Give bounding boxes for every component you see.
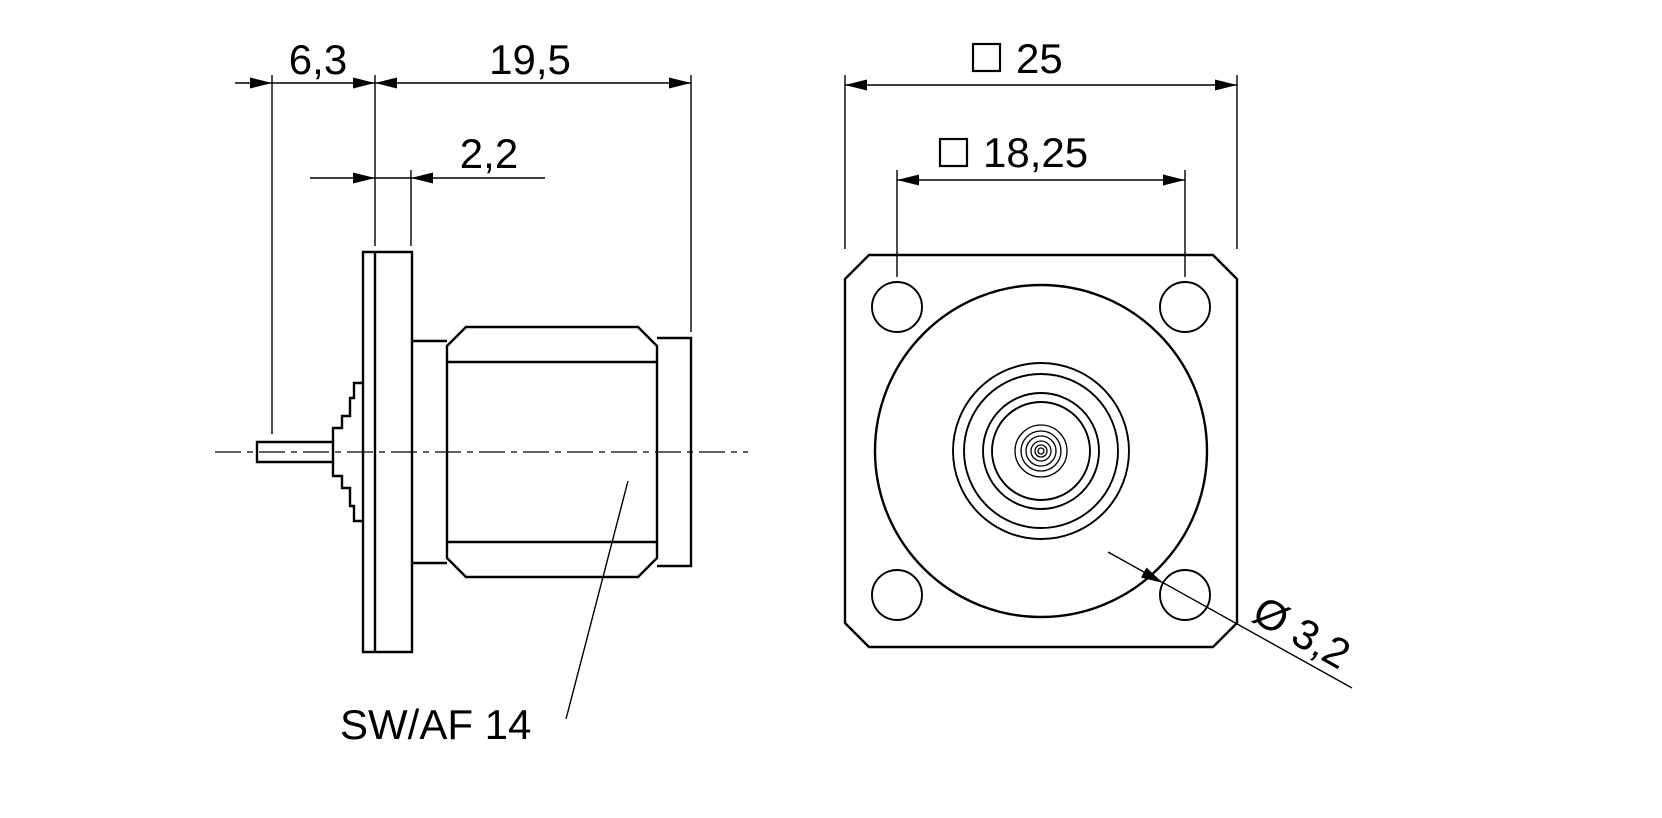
pin-circle-mid bbox=[1034, 444, 1048, 458]
dia-leader-arrow bbox=[1141, 567, 1163, 583]
dimension-square-18-25: 18,25 bbox=[896, 129, 1186, 277]
dim-19-5-label: 19,5 bbox=[489, 36, 571, 83]
dim-2-2-label: 2,2 bbox=[460, 130, 518, 177]
neck-profile bbox=[412, 339, 447, 565]
dim-25-lines bbox=[844, 75, 1238, 249]
coupling-ring-outer-circle bbox=[952, 362, 1130, 540]
dim-18-25-label: 18,25 bbox=[983, 129, 1088, 176]
insulator-circle-3 bbox=[1025, 435, 1057, 467]
stepped-insulator-profile bbox=[331, 381, 363, 523]
mounting-hole-bottom-left bbox=[871, 569, 923, 621]
mounting-hole-top-right bbox=[1159, 281, 1211, 333]
interface-inner-circle bbox=[991, 401, 1091, 501]
coupling-ring-inner-circle bbox=[963, 373, 1119, 529]
insulator-circle-2 bbox=[1020, 430, 1062, 472]
dimension-square-25: 25 bbox=[844, 35, 1238, 249]
side-view: 6,3 19,5 2,2 SW/AF 14 bbox=[215, 36, 748, 748]
square-symbol bbox=[971, 42, 1002, 73]
dim-6-3-label: 6,3 bbox=[289, 36, 347, 83]
dimension-2-2: 2,2 bbox=[310, 130, 545, 246]
mounting-hole-bottom-right bbox=[1159, 569, 1211, 621]
dim-2-2-arrows bbox=[353, 172, 433, 184]
hex-callout-leader-line bbox=[565, 480, 629, 720]
pin-circle-outer bbox=[1030, 440, 1052, 462]
flange-side-profile bbox=[361, 250, 414, 654]
dimension-19-5: 19,5 bbox=[375, 36, 692, 332]
front-view: 25 18,25 Ø 3,2 bbox=[843, 35, 1359, 689]
dimension-6-3: 6,3 bbox=[235, 36, 376, 434]
dim-hole-diameter-label: Ø 3,2 bbox=[1246, 587, 1359, 678]
hex-body-profile bbox=[445, 325, 659, 579]
interface-outer-circle bbox=[982, 392, 1100, 510]
flange-front-outline bbox=[843, 253, 1239, 649]
connector-face-circles bbox=[873, 283, 1209, 619]
dim-19-5-lines bbox=[375, 75, 692, 332]
dim-18-25-lines bbox=[896, 170, 1186, 277]
square-symbol bbox=[938, 137, 969, 168]
insulator-circle-1 bbox=[1014, 424, 1068, 478]
end-cap-profile bbox=[657, 336, 693, 568]
dim-25-label: 25 bbox=[1016, 35, 1063, 82]
dimension-hole-diameter: Ø 3,2 bbox=[1107, 551, 1359, 689]
mounting-hole-top-left bbox=[871, 281, 923, 333]
pin-circle-center bbox=[1037, 447, 1045, 455]
mounting-holes bbox=[871, 281, 1211, 621]
hex-size-callout: SW/AF 14 bbox=[340, 480, 629, 748]
hex-size-label: SW/AF 14 bbox=[340, 701, 531, 748]
dim-6-3-lines bbox=[235, 75, 376, 434]
body-outer-circle bbox=[873, 283, 1209, 619]
